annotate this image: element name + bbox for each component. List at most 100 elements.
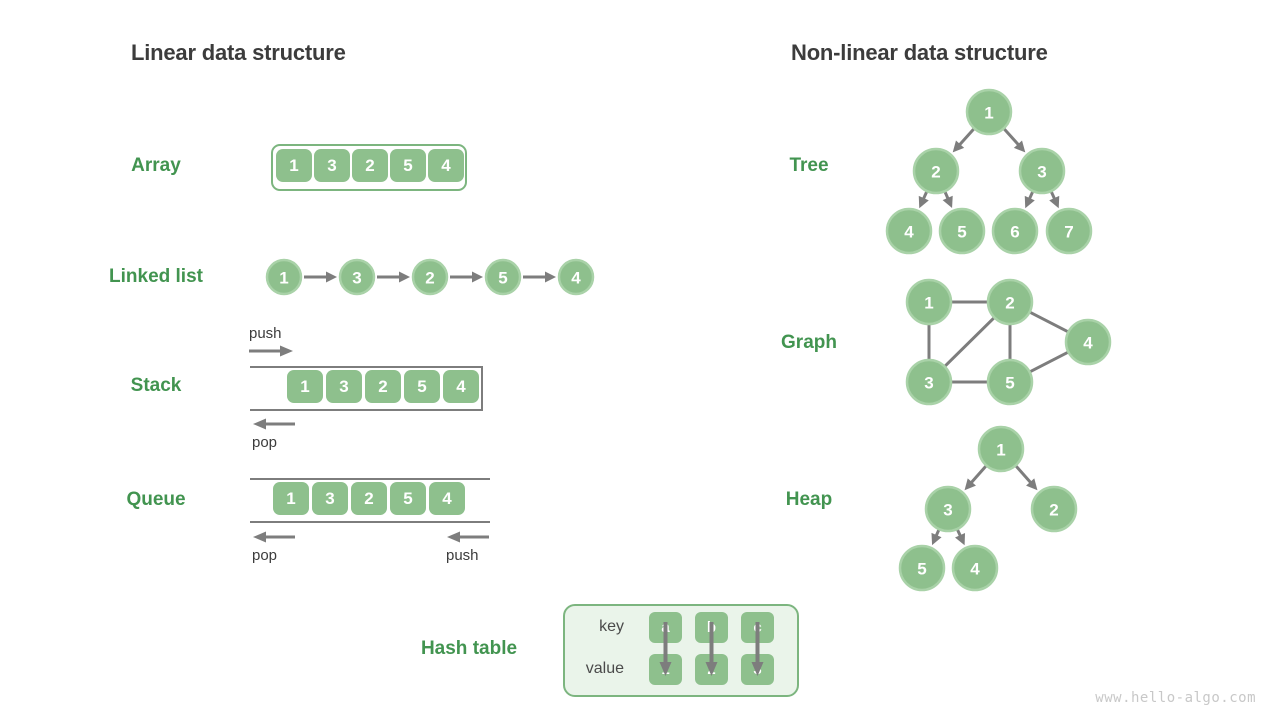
svg-text:2: 2	[1049, 501, 1058, 520]
tree-node: 6	[991, 207, 1039, 255]
graph-edge	[1028, 310, 1070, 334]
array-cell: 5	[390, 149, 426, 182]
hash-map-arrow-icon	[751, 622, 764, 676]
queue-pop-arrow-icon	[253, 531, 295, 543]
linked-list-arrow-icon	[304, 271, 337, 283]
svg-text:4: 4	[904, 223, 914, 242]
linked-list-label: Linked list	[109, 266, 203, 287]
nonlinear-section-title: Non-linear data structure	[791, 40, 1048, 65]
stack-cell: 5	[404, 370, 440, 403]
queue-push-arrow-icon	[447, 531, 489, 543]
linked-list-node: 5	[484, 258, 522, 296]
tree-edge-arrow	[1003, 128, 1026, 153]
svg-text:5: 5	[498, 269, 507, 288]
graph-edge	[1028, 350, 1070, 374]
svg-text:6: 6	[1010, 223, 1019, 242]
heap-node: 3	[924, 485, 972, 533]
linked-list-arrow-icon	[450, 271, 483, 283]
tree-edge-arrow	[964, 465, 987, 491]
svg-text:1: 1	[984, 104, 993, 123]
queue-pop-caption: pop	[252, 547, 278, 564]
graph-node: 1	[905, 278, 953, 326]
svg-text:4: 4	[1083, 334, 1093, 353]
stack-cell: 3	[326, 370, 362, 403]
tree-edge-arrow	[955, 529, 966, 546]
linked-list-graphic: 1 3 2 5 4	[265, 258, 595, 296]
queue-cell: 4	[429, 482, 465, 515]
svg-text:3: 3	[924, 374, 933, 393]
stack-cell: 2	[365, 370, 401, 403]
svg-text:2: 2	[425, 269, 434, 288]
graph-node: 5	[986, 358, 1034, 406]
tree-edge-arrow	[918, 191, 929, 209]
svg-text:5: 5	[957, 223, 966, 242]
linked-list-arrow-icon	[377, 271, 410, 283]
svg-text:7: 7	[1064, 223, 1073, 242]
svg-text:1: 1	[996, 441, 1005, 460]
stack-frame	[250, 366, 483, 411]
svg-text:5: 5	[1005, 374, 1014, 393]
svg-text:1: 1	[279, 269, 288, 288]
array-cell: 3	[314, 149, 350, 182]
tree-edge-arrow	[1024, 191, 1035, 209]
svg-text:4: 4	[571, 269, 581, 288]
tree-node: 7	[1045, 207, 1093, 255]
linked-list-node: 3	[338, 258, 376, 296]
array-label: Array	[131, 155, 181, 176]
tree-edge-arrow	[942, 191, 953, 209]
graph-edge	[942, 315, 997, 369]
queue-frame	[250, 478, 490, 523]
svg-text:4: 4	[970, 560, 980, 579]
heap-node: 5	[898, 544, 946, 592]
linked-list-node: 1	[265, 258, 303, 296]
array-cell: 2	[352, 149, 388, 182]
svg-text:5: 5	[917, 560, 926, 579]
graph-label: Graph	[781, 332, 837, 353]
tree-edge-arrow	[931, 529, 942, 546]
tree-edge-arrow	[1049, 191, 1060, 209]
hash-value-row-label: value	[585, 660, 624, 677]
stack-cell: 4	[443, 370, 479, 403]
svg-text:3: 3	[943, 501, 952, 520]
heap-label: Heap	[785, 489, 833, 510]
queue-cell: 3	[312, 482, 348, 515]
tree-node: 1	[965, 88, 1013, 136]
stack-push-caption: push	[249, 325, 282, 342]
svg-text:3: 3	[1037, 163, 1046, 182]
tree-label: Tree	[789, 155, 829, 176]
svg-text:3: 3	[352, 269, 361, 288]
svg-text:2: 2	[1005, 294, 1014, 313]
graph-node: 3	[905, 358, 953, 406]
linear-section-title: Linear data structure	[131, 40, 346, 65]
queue-push-caption: push	[446, 547, 479, 564]
graph-node: 2	[986, 278, 1034, 326]
linked-list-arrow-icon	[523, 271, 556, 283]
tree-node: 3	[1018, 147, 1066, 195]
heap-node: 1	[977, 425, 1025, 473]
hash-key-row-label: key	[599, 618, 624, 635]
hash-table-label: Hash table	[420, 638, 518, 659]
array-cell: 4	[428, 149, 464, 182]
hash-map-arrow-icon	[705, 622, 718, 676]
tree-node: 4	[885, 207, 933, 255]
stack-push-arrow-icon	[249, 345, 293, 357]
site-url-footer: www.hello-algo.com	[1095, 690, 1256, 706]
hash-arrows	[659, 622, 764, 676]
svg-text:2: 2	[931, 163, 940, 182]
heap-node: 4	[951, 544, 999, 592]
queue-cell: 1	[273, 482, 309, 515]
graph-node: 4	[1064, 318, 1112, 366]
heap-node: 2	[1030, 485, 1078, 533]
tree-node: 5	[938, 207, 986, 255]
tree-node: 2	[912, 147, 960, 195]
queue-cell: 2	[351, 482, 387, 515]
svg-text:1: 1	[924, 294, 933, 313]
stack-pop-arrow-icon	[253, 418, 295, 430]
linked-list-node: 4	[557, 258, 595, 296]
linked-list-node: 2	[411, 258, 449, 296]
stack-label: Stack	[130, 375, 182, 396]
